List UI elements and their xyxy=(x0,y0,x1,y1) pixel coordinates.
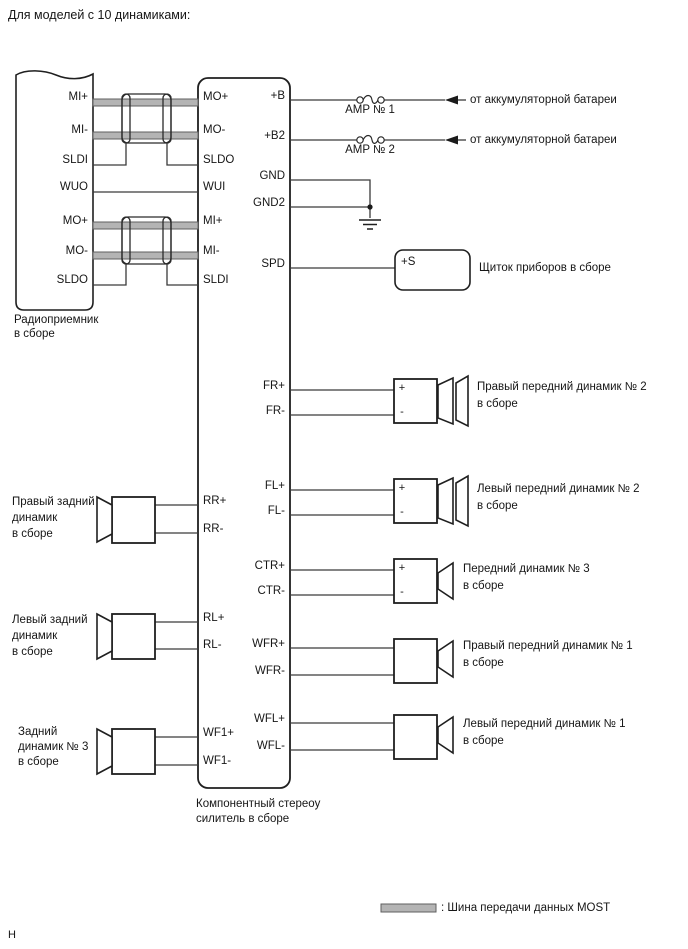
speaker-ctr-label-line1: Передний динамик № 3 xyxy=(463,563,590,575)
most-bus-lines xyxy=(92,98,199,260)
speaker-rr-label-line2: динамик xyxy=(12,512,58,524)
page-title: Для моделей с 10 динамиками: xyxy=(8,8,191,22)
instrument-panel-box xyxy=(394,249,471,291)
radio-pin-sldi: SLDI xyxy=(62,154,88,166)
ctr-minus-mark: - xyxy=(400,586,404,598)
fl-plus-mark: + xyxy=(398,482,406,494)
fuse-amp1-label: AMP № 1 xyxy=(345,104,395,116)
instrument-panel-pin: +S xyxy=(401,256,416,268)
amplifier-label-line1: Компонентный стереоу xyxy=(196,798,321,810)
speaker-fl-label-line1: Левый передний динамик № 2 xyxy=(477,483,640,495)
amp-pin-wfr-minus: WFR- xyxy=(254,665,285,677)
amp-pin-fr-plus: FR+ xyxy=(262,380,285,392)
amp-pin-b2: +B2 xyxy=(264,130,285,142)
amp-pin-fr-minus: FR- xyxy=(265,405,285,417)
amplifier-label-line2: силитель в сборе xyxy=(196,813,290,825)
page-mark: Н xyxy=(8,929,16,941)
legend-most-bus-label: : Шина передачи данных MOST xyxy=(441,902,611,914)
amp-pin-wfr-plus: WFR+ xyxy=(252,638,285,650)
fr-minus-mark: - xyxy=(400,406,404,418)
speaker-rr-label-line3: в сборе xyxy=(12,528,53,540)
radio-label-line2: в сборе xyxy=(14,328,55,340)
amp-pin-wf1-plus: WF1+ xyxy=(203,727,234,739)
speaker-wf1-label-line2: динамик № 3 xyxy=(18,741,89,753)
radio-pin-mi-plus: MI+ xyxy=(68,91,89,103)
ctr-plus-mark: + xyxy=(398,562,406,574)
speaker-cones xyxy=(96,374,469,776)
speaker-wf1-label-line3: в сборе xyxy=(18,756,59,768)
speaker-fr-label-line1: Правый передний динамик № 2 xyxy=(477,381,647,393)
junction-dot xyxy=(367,204,373,210)
radio-pin-wuo: WUO xyxy=(59,181,88,193)
amp-pin-gnd2: GND2 xyxy=(253,197,285,209)
amp-pin-mi-plus: MI+ xyxy=(203,215,223,227)
amp-pin-rl-plus: RL+ xyxy=(203,612,225,624)
amp-pin-wf1-minus: WF1- xyxy=(203,755,232,767)
amp-pin-mo-minus: MO- xyxy=(203,124,226,136)
amp-pin-gnd: GND xyxy=(259,170,285,182)
speaker-ctr-label-line2: в сборе xyxy=(463,580,504,592)
amp-pin-sldi: SLDI xyxy=(203,274,229,286)
battery-source-label-2: от аккумуляторной батареи xyxy=(470,134,617,146)
amp-pin-ctr-minus: CTR- xyxy=(257,585,285,597)
legend-most-bus-swatch xyxy=(380,903,437,913)
speaker-fl-label-line2: в сборе xyxy=(477,500,518,512)
amp-pin-sldo: SLDO xyxy=(203,154,235,166)
amp-pin-wfl-minus: WFL- xyxy=(256,740,285,752)
speaker-wfl-label-line2: в сборе xyxy=(463,735,504,747)
speaker-rl-label-line2: динамик xyxy=(12,630,58,642)
speaker-wf1-label-line1: Задний xyxy=(18,726,58,738)
battery-arrow-icon xyxy=(445,135,458,145)
amp-pin-fl-plus: FL+ xyxy=(264,480,285,492)
radio-pin-mi-minus: MI- xyxy=(71,124,88,136)
amp-pin-b: +B xyxy=(270,90,285,102)
ground-icon xyxy=(359,219,381,230)
speaker-wfr-label-line2: в сборе xyxy=(463,657,504,669)
radio-block-outline xyxy=(15,70,94,311)
amplifier-block-outline xyxy=(197,77,291,789)
amp-pin-ctr-plus: CTR+ xyxy=(254,560,285,572)
radio-pin-mo-minus: MO- xyxy=(65,245,88,257)
amp-pin-rl-minus: RL- xyxy=(203,639,222,651)
fr-plus-mark: + xyxy=(398,382,406,394)
wires xyxy=(93,99,466,766)
speaker-wfr-label-line1: Правый передний динамик № 1 xyxy=(463,640,633,652)
amp-pin-fl-minus: FL- xyxy=(267,505,285,517)
shield-icon xyxy=(121,93,172,265)
amp-pin-spd: SPD xyxy=(261,258,285,270)
radio-pin-mo-plus: MO+ xyxy=(62,215,88,227)
speaker-wfl-label-line1: Левый передний динамик № 1 xyxy=(463,718,626,730)
radio-label-line1: Радиоприемник xyxy=(14,314,99,326)
speaker-rr-label-line1: Правый задний xyxy=(12,496,95,508)
fuse-icon-amp1 xyxy=(356,94,385,104)
amp-pin-mi-minus: MI- xyxy=(203,245,220,257)
amp-pin-rr-plus: RR+ xyxy=(203,495,227,507)
radio-pin-sldo: SLDO xyxy=(56,274,88,286)
speaker-rl-label-line1: Левый задний xyxy=(12,614,88,626)
amp-pin-mo-plus: MO+ xyxy=(203,91,229,103)
amp-pin-wfl-plus: WFL+ xyxy=(254,713,285,725)
fuse-amp2-label: AMP № 2 xyxy=(345,144,395,156)
amp-pin-rr-minus: RR- xyxy=(203,523,224,535)
battery-source-label-1: от аккумуляторной батареи xyxy=(470,94,617,106)
speaker-rl-label-line3: в сборе xyxy=(12,646,53,658)
fuse-icon-amp2 xyxy=(356,134,385,144)
instrument-panel-label: Щиток приборов в сборе xyxy=(479,262,611,274)
speaker-fr-label-line2: в сборе xyxy=(477,398,518,410)
fl-minus-mark: - xyxy=(400,506,404,518)
amp-pin-wui: WUI xyxy=(203,181,226,193)
battery-arrow-icon xyxy=(445,95,458,105)
